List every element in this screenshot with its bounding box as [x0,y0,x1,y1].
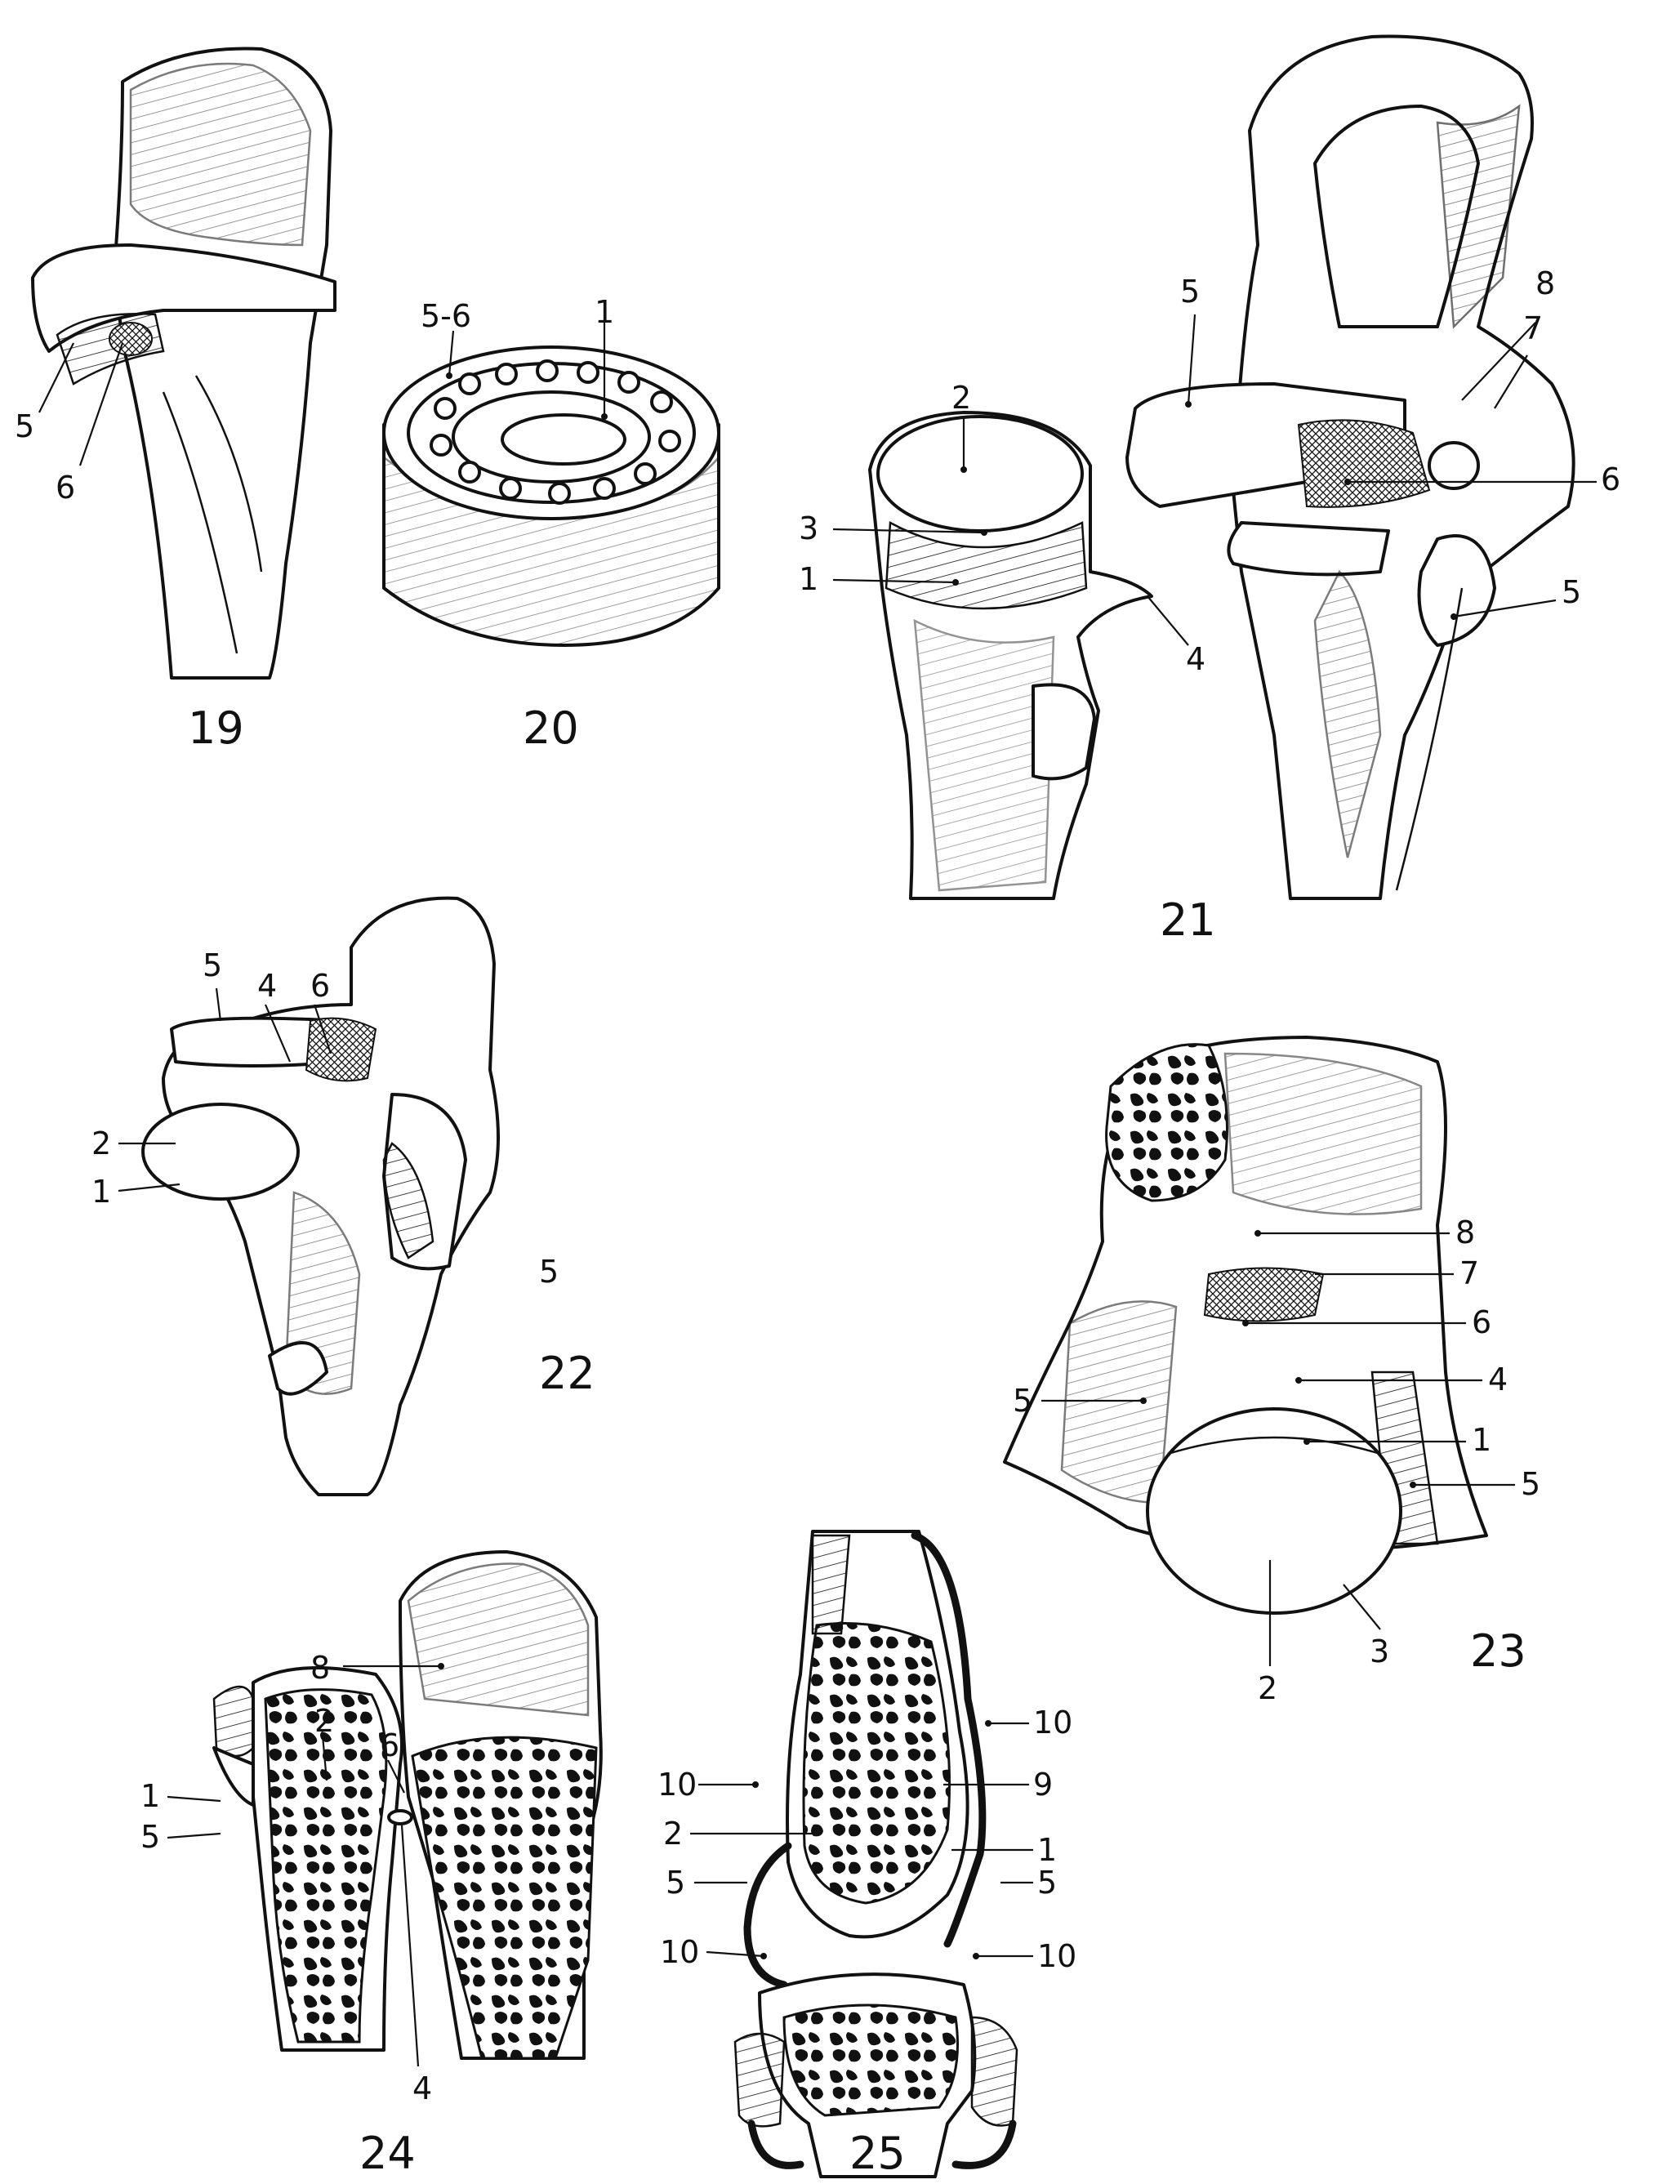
fig23-label-4: 4 [1488,1362,1508,1397]
fig23-label-5-right: 5 [1521,1466,1540,1502]
figure-25-labels: 10 10 9 2 1 5 5 10 10 25 [657,1705,1076,2179]
fig22-label-6: 6 [310,968,330,1004]
fig24-label-6: 6 [380,1727,399,1763]
fig21-label-6: 6 [1601,461,1620,497]
fig22-label-2: 2 [91,1125,111,1161]
fig21-label-2: 2 [951,380,971,416]
figure-21-ulna [1125,34,1575,900]
fig24-label-1: 1 [140,1778,160,1814]
figure-22-labels: 5 4 6 2 1 5 22 [91,947,595,1399]
fig24-label-4: 4 [412,2070,432,2106]
fig21-label-4: 4 [1186,641,1205,677]
figure-19-ulna-radius-ring-ligament [31,47,336,680]
fig21-label-1: 1 [799,561,818,597]
fig25-label-10-bottom-left: 10 [660,1934,699,1970]
fig24-label-5: 5 [140,1819,160,1855]
figure-24-labels: 8 2 6 1 5 4 24 [140,1650,432,2179]
fig23-label-5-left: 5 [1013,1383,1032,1419]
fig21-label-5-top: 5 [1180,274,1200,310]
fig20-label-1: 1 [595,294,614,330]
fig24-label-2: 2 [314,1703,334,1739]
fig25-label-5-right: 5 [1037,1865,1057,1901]
fig25-label-1: 1 [1037,1832,1057,1868]
fig21-label-8: 8 [1535,265,1555,301]
fig23-label-8: 8 [1455,1215,1475,1250]
fig22-label-1: 1 [91,1174,111,1210]
fig23-label-6: 6 [1472,1304,1491,1340]
figure-22-elbow-joint-oblique [141,896,500,1496]
fig22-label-5-top: 5 [203,947,222,983]
fig25-label-10-top-right: 10 [1033,1705,1072,1741]
fig23-label-1: 1 [1472,1422,1491,1458]
figure-21-left-labels: 2 3 1 4 [799,380,1205,677]
fig20-label-5-6: 5-6 [421,298,471,334]
fig25-label-5-left: 5 [666,1865,685,1901]
bearing-balls [430,359,681,505]
fig23-label-3: 3 [1370,1634,1389,1669]
figure-21-radius-head [868,411,1153,900]
fig22-label-5-side: 5 [539,1254,559,1290]
fig19-label-6: 6 [56,470,75,506]
figure-23-labels: 8 7 6 5 4 1 5 2 3 23 [1013,1215,1540,1706]
fig21-label-5-bottom: 5 [1562,574,1581,610]
figure-21-right-labels: 5 8 7 6 5 21 [1160,265,1620,946]
figure-19-labels: 5 6 19 [15,408,244,754]
figure-23-elbow-joint-cut [1003,1036,1488,1615]
fig23-label-7: 7 [1459,1255,1479,1291]
figure-19-number: 19 [188,702,244,754]
figure-21-number: 21 [1160,894,1216,946]
fig22-label-4: 4 [257,968,277,1004]
fig24-label-8: 8 [310,1650,330,1686]
fig23-label-2: 2 [1258,1670,1277,1706]
fig25-label-9: 9 [1033,1767,1053,1803]
fig21-label-7: 7 [1523,310,1543,346]
figure-20-ball-bearing-model [382,345,720,647]
figure-23-number: 23 [1470,1625,1526,1677]
fig25-label-2: 2 [663,1816,683,1852]
figure-20-number: 20 [523,702,579,754]
figure-22-number: 22 [539,1348,595,1399]
figure-25-humeroulnar-section [733,1530,1018,2178]
fig25-label-10-top-left: 10 [657,1767,697,1803]
fig19-label-5: 5 [15,408,34,444]
figure-24-radioulnar-section [212,1550,603,2060]
figure-24-number: 24 [359,2128,416,2179]
fig21-label-3: 3 [799,510,818,546]
fig25-label-10-bottom-right: 10 [1037,1938,1076,1974]
figure-20-labels: 5-6 1 20 [421,294,614,754]
figure-25-number: 25 [849,2128,906,2179]
